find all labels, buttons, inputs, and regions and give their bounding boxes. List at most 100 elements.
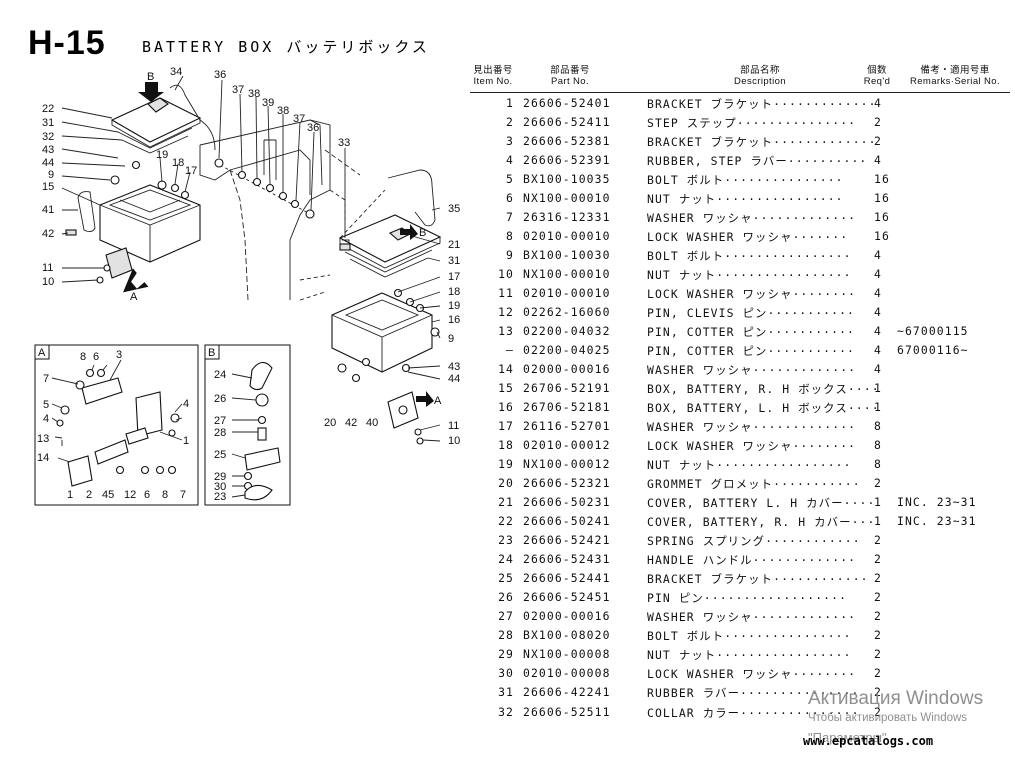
svg-text:13: 13 bbox=[37, 433, 49, 445]
svg-text:33: 33 bbox=[338, 137, 350, 149]
quantity: 2 bbox=[874, 628, 882, 643]
svg-text:7: 7 bbox=[180, 489, 186, 501]
quantity: 1 bbox=[874, 514, 882, 529]
svg-text:1: 1 bbox=[67, 489, 73, 501]
quantity: 4 bbox=[874, 248, 882, 263]
description: PIN, COTTER ピン··········· bbox=[647, 325, 856, 340]
description: SPRING スプリング············ bbox=[647, 534, 861, 549]
leader-lines bbox=[61, 75, 441, 442]
svg-text:37: 37 bbox=[232, 84, 244, 96]
svg-text:32: 32 bbox=[42, 131, 54, 143]
item-number: 29 bbox=[498, 647, 514, 662]
quantity: 4 bbox=[874, 267, 882, 282]
item-number: 15 bbox=[498, 381, 514, 396]
svg-text:29: 29 bbox=[214, 471, 226, 483]
part-number: 26606-52421 bbox=[523, 533, 611, 548]
description: BOLT ボルト··············· bbox=[647, 173, 844, 188]
svg-text:35: 35 bbox=[448, 203, 460, 215]
svg-text:43: 43 bbox=[448, 361, 460, 373]
svg-text:44: 44 bbox=[42, 157, 54, 169]
description: BOX, BATTERY, R. H ボックス···· bbox=[647, 382, 880, 397]
description: LOCK WASHER ワッシャ······· bbox=[647, 230, 849, 245]
quantity: 4 bbox=[874, 153, 882, 168]
part-number: 26706-52181 bbox=[523, 400, 611, 415]
description: WASHER ワッシャ············· bbox=[647, 420, 857, 435]
quantity: 4 bbox=[874, 362, 882, 377]
item-number: 16 bbox=[498, 400, 514, 415]
quantity: 1 bbox=[874, 400, 882, 415]
exploded-diagram: 34 36 37 38 39 38 37 36 33 22 31 32 43 4… bbox=[34, 66, 460, 506]
description: COVER, BATTERY L. H カバー···· bbox=[647, 496, 876, 511]
quantity: 2 bbox=[874, 609, 882, 624]
svg-text:B: B bbox=[147, 71, 154, 83]
description: COLLAR カラー··············· bbox=[647, 705, 860, 720]
fasteners-left bbox=[65, 139, 315, 236]
svg-text:19: 19 bbox=[156, 149, 168, 161]
svg-text:31: 31 bbox=[448, 255, 460, 267]
part-number: 26606-50231 bbox=[523, 495, 611, 510]
right-bracket bbox=[387, 391, 424, 445]
item-number: 32 bbox=[498, 704, 514, 719]
description: BRACKET ブラケット············· bbox=[647, 135, 877, 150]
quantity: 2 bbox=[874, 704, 882, 719]
svg-text:38: 38 bbox=[277, 105, 289, 117]
item-number: 5 bbox=[506, 172, 514, 187]
quantity: 2 bbox=[874, 685, 882, 700]
remarks: INC. 23~31 bbox=[897, 495, 977, 510]
svg-text:45: 45 bbox=[102, 489, 114, 501]
item-number: 3 bbox=[506, 134, 514, 149]
part-number: BX100-10030 bbox=[523, 248, 611, 263]
item-number: 10 bbox=[498, 267, 514, 282]
svg-text:5: 5 bbox=[43, 399, 49, 411]
svg-text:2: 2 bbox=[86, 489, 92, 501]
part-number: 26606-52391 bbox=[523, 153, 611, 168]
svg-text:8: 8 bbox=[162, 489, 168, 501]
svg-text:24: 24 bbox=[214, 369, 226, 381]
svg-text:16: 16 bbox=[448, 314, 460, 326]
item-number: 11 bbox=[498, 286, 514, 301]
item-number: 31 bbox=[498, 685, 514, 700]
part-number: 26116-52701 bbox=[523, 419, 611, 434]
part-number: 02010-00010 bbox=[523, 286, 611, 301]
part-number: BX100-10035 bbox=[523, 172, 611, 187]
description: PIN, CLEVIS ピン··········· bbox=[647, 306, 856, 321]
svg-text:36: 36 bbox=[214, 69, 226, 81]
svg-text:6: 6 bbox=[144, 489, 150, 501]
part-number: NX100-00010 bbox=[523, 191, 611, 206]
description: BRACKET ブラケット············· bbox=[647, 97, 877, 111]
item-number: 9 bbox=[506, 248, 514, 263]
svg-text:A: A bbox=[38, 347, 46, 359]
item-number: 6 bbox=[506, 191, 514, 206]
item-number: 28 bbox=[498, 628, 514, 643]
item-number: 13 bbox=[498, 324, 514, 339]
description: COVER, BATTERY, R. H カバー··· bbox=[647, 515, 876, 530]
description: BOX, BATTERY, L. H ボックス···· bbox=[647, 401, 880, 416]
svg-text:17: 17 bbox=[448, 271, 460, 283]
part-number: 26606-52511 bbox=[523, 704, 611, 719]
svg-text:37: 37 bbox=[293, 113, 305, 125]
svg-text:30: 30 bbox=[214, 481, 226, 493]
part-number: NX100-00010 bbox=[523, 267, 611, 282]
quantity: 4 bbox=[874, 96, 882, 110]
svg-text:A: A bbox=[130, 291, 138, 303]
svg-text:19: 19 bbox=[448, 300, 460, 312]
part-number: 02200-04032 bbox=[523, 324, 611, 339]
quantity: 2 bbox=[874, 647, 882, 662]
svg-text:18: 18 bbox=[172, 157, 184, 169]
part-number: 02010-00008 bbox=[523, 666, 611, 681]
description: GROMMET グロメット··········· bbox=[647, 477, 861, 492]
